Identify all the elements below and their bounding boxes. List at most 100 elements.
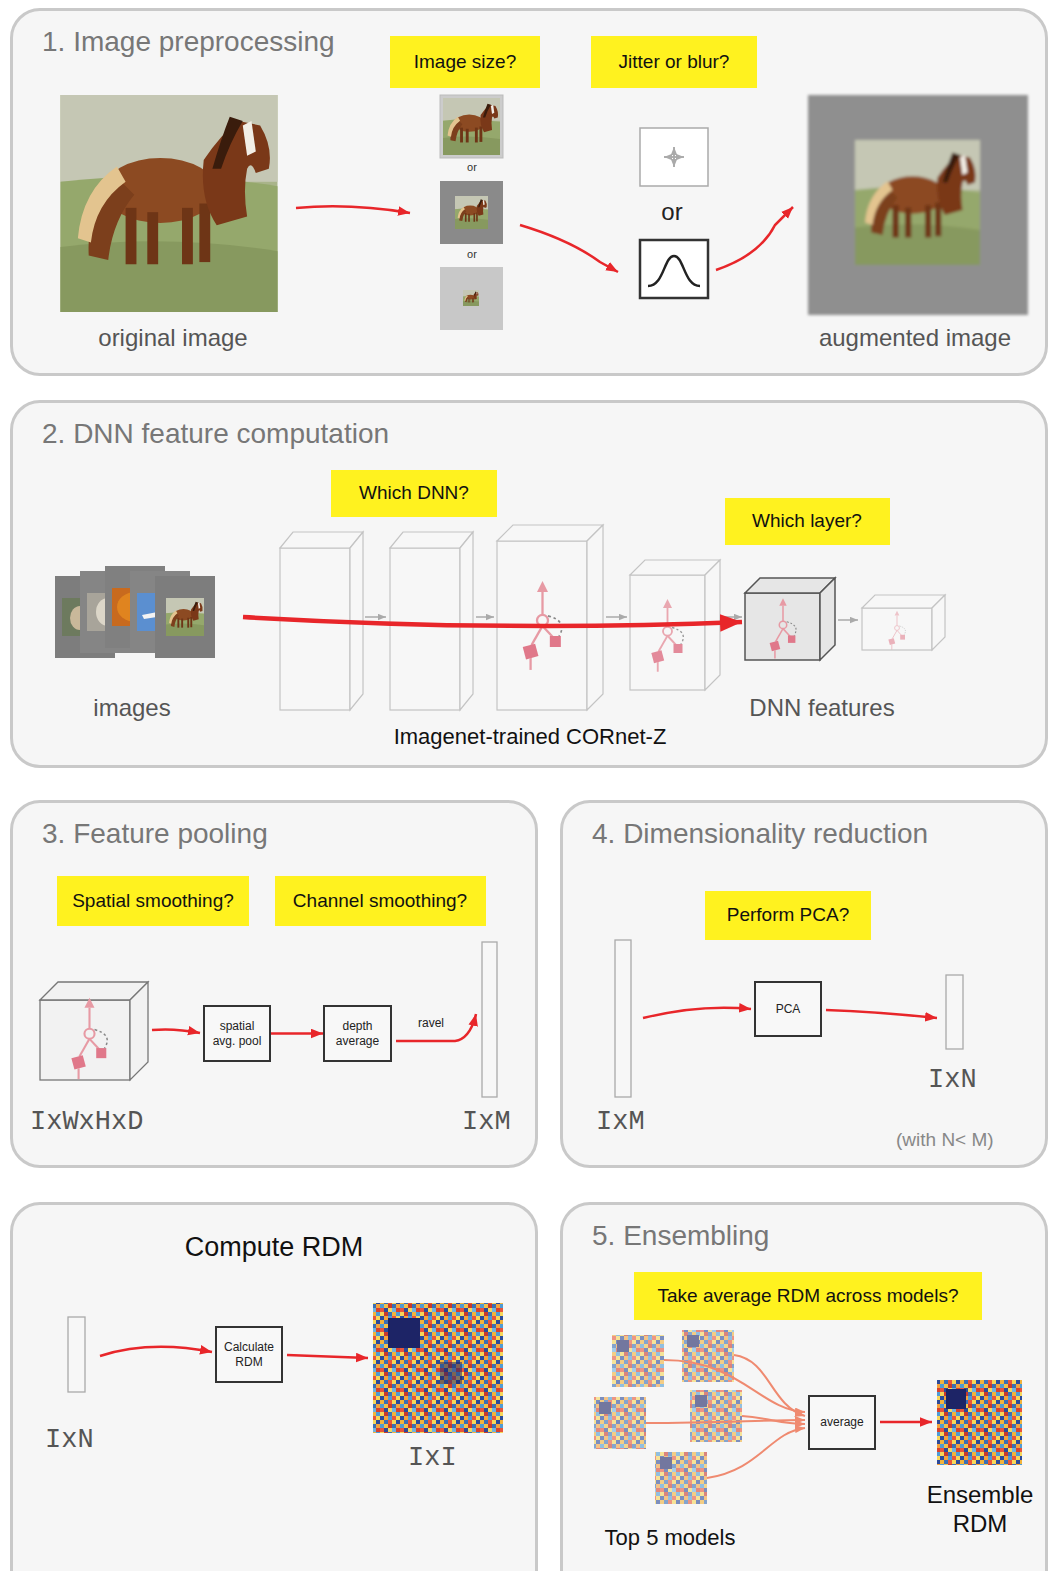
question-text: Take average RDM across models?	[658, 1285, 959, 1307]
size-thumbnails	[440, 95, 503, 330]
size-thumbnails-part	[440, 267, 503, 330]
flow-arrows	[296, 206, 793, 272]
image-stack-part	[112, 588, 158, 626]
process-box: average	[808, 1395, 876, 1450]
network-layers-part	[630, 575, 705, 690]
caption-label: or	[467, 161, 477, 174]
network-layers-part	[745, 578, 835, 660]
dimension-label: IxM	[596, 1106, 645, 1138]
caption-label: Top 5 models	[605, 1525, 736, 1551]
caption-label: augmented image	[819, 324, 1011, 353]
model-rdms-part	[690, 1390, 742, 1442]
model-rdms-part	[594, 1397, 646, 1449]
image-stack-part	[105, 566, 165, 648]
network-layers-part	[932, 595, 945, 650]
layer-arrows-part	[723, 616, 742, 618]
caption-label: Imagenet-trained CORnet-Z	[394, 724, 667, 750]
flow-arrows-part	[716, 207, 793, 270]
layer-motifs-part	[523, 581, 562, 670]
model-rdms	[594, 1330, 742, 1504]
original-image-part	[61, 95, 278, 312]
feature-vector-part	[615, 940, 631, 1097]
panel-title: 4. Dimensionality reduction	[592, 818, 928, 850]
caption-label: images	[93, 694, 170, 723]
pipeline-arrows-part	[396, 1014, 476, 1041]
layer-arrows-part	[606, 616, 627, 618]
network-layers-part	[390, 532, 473, 548]
section-panel: Compute RDM Calculate RDM	[10, 1202, 538, 1571]
flow-connector	[271, 1032, 323, 1035]
process-label: average	[820, 1415, 863, 1429]
network-layers-part	[862, 608, 932, 650]
jitter-icon-part	[673, 147, 675, 167]
jitter-icon-part	[664, 156, 684, 158]
ensemble-arrows-part	[734, 1355, 805, 1416]
layer-motifs-part	[888, 611, 905, 650]
caption-label: or	[467, 248, 477, 261]
layer-motifs-part	[651, 599, 683, 672]
layer-arrows-part	[476, 616, 494, 618]
augmented-image-part	[855, 140, 980, 265]
caption-label: DNN features	[749, 694, 894, 723]
question-text: Perform PCA?	[727, 904, 849, 926]
caption-label: (with N< M)	[896, 1129, 994, 1152]
feature-cube-part	[130, 982, 148, 1080]
question-box: Which DNN?	[331, 470, 497, 517]
network-layers-part	[390, 548, 460, 710]
feature-vector	[68, 940, 963, 1392]
question-text: Image size?	[414, 51, 516, 73]
pipeline-arrows	[100, 1008, 937, 1422]
rdm-matrix	[373, 1303, 1022, 1465]
image-stack-part	[70, 606, 90, 630]
image-stack-part	[117, 592, 153, 622]
blur-icon-part	[640, 240, 708, 298]
section-panel: 1. Image preprocessingImage size? Jitter …	[10, 8, 1048, 376]
jitter-icon-part	[664, 156, 684, 158]
network-layers-part-part	[745, 578, 835, 593]
panel-title: 1. Image preprocessing	[42, 26, 335, 58]
process-box: depth average	[323, 1005, 392, 1062]
question-box: Which layer?	[725, 498, 890, 545]
ensemble-arrows-part	[707, 1428, 805, 1478]
image-stack-part	[62, 598, 108, 636]
panel-title: Compute RDM	[13, 1232, 535, 1263]
question-box: Take average RDM across models?	[634, 1272, 982, 1320]
feature-vector-part	[946, 975, 963, 1049]
layer-motifs-part	[770, 598, 796, 658]
image-stack-part	[142, 608, 178, 619]
network-layers-part-part	[820, 578, 835, 660]
jitter-icon-part	[640, 128, 708, 186]
image-stack-part	[137, 593, 183, 631]
layer-arrows-part	[838, 619, 858, 621]
panel-title: 3. Feature pooling	[42, 818, 268, 850]
ensemble-arrows-part	[664, 1360, 805, 1412]
process-box: Calculate RDM	[215, 1326, 283, 1383]
feature-vector-part	[482, 942, 497, 1097]
question-box: Jitter or blur?	[591, 36, 757, 88]
size-thumbnails-part	[440, 95, 503, 158]
layer-arrows-part	[365, 616, 386, 618]
network-layers-part-part	[745, 593, 820, 660]
question-box: Perform PCA?	[705, 891, 871, 940]
pipeline-arrows-part	[826, 1010, 937, 1018]
jitter-icon	[640, 128, 708, 186]
process-label: PCA	[776, 1002, 801, 1016]
model-rdms-part	[682, 1330, 734, 1382]
blur-icon	[640, 240, 708, 298]
ensemble-arrows-part	[646, 1420, 805, 1423]
dimension-label: IxN	[928, 1064, 977, 1096]
question-text: Which layer?	[752, 510, 862, 532]
network-layers-part	[280, 548, 350, 710]
process-box: spatial avg. pool	[203, 1005, 271, 1062]
question-text: Jitter or blur?	[619, 51, 730, 73]
question-text: Channel smoothing?	[293, 890, 467, 912]
network-layers-part	[350, 532, 363, 710]
ensemble-arrows	[646, 1355, 805, 1478]
flow-arrows-part	[520, 225, 618, 272]
network-layers-part	[460, 532, 473, 710]
size-thumbnails-part	[440, 181, 503, 244]
model-rdms-part	[687, 1335, 699, 1347]
feature-cube	[40, 982, 148, 1080]
